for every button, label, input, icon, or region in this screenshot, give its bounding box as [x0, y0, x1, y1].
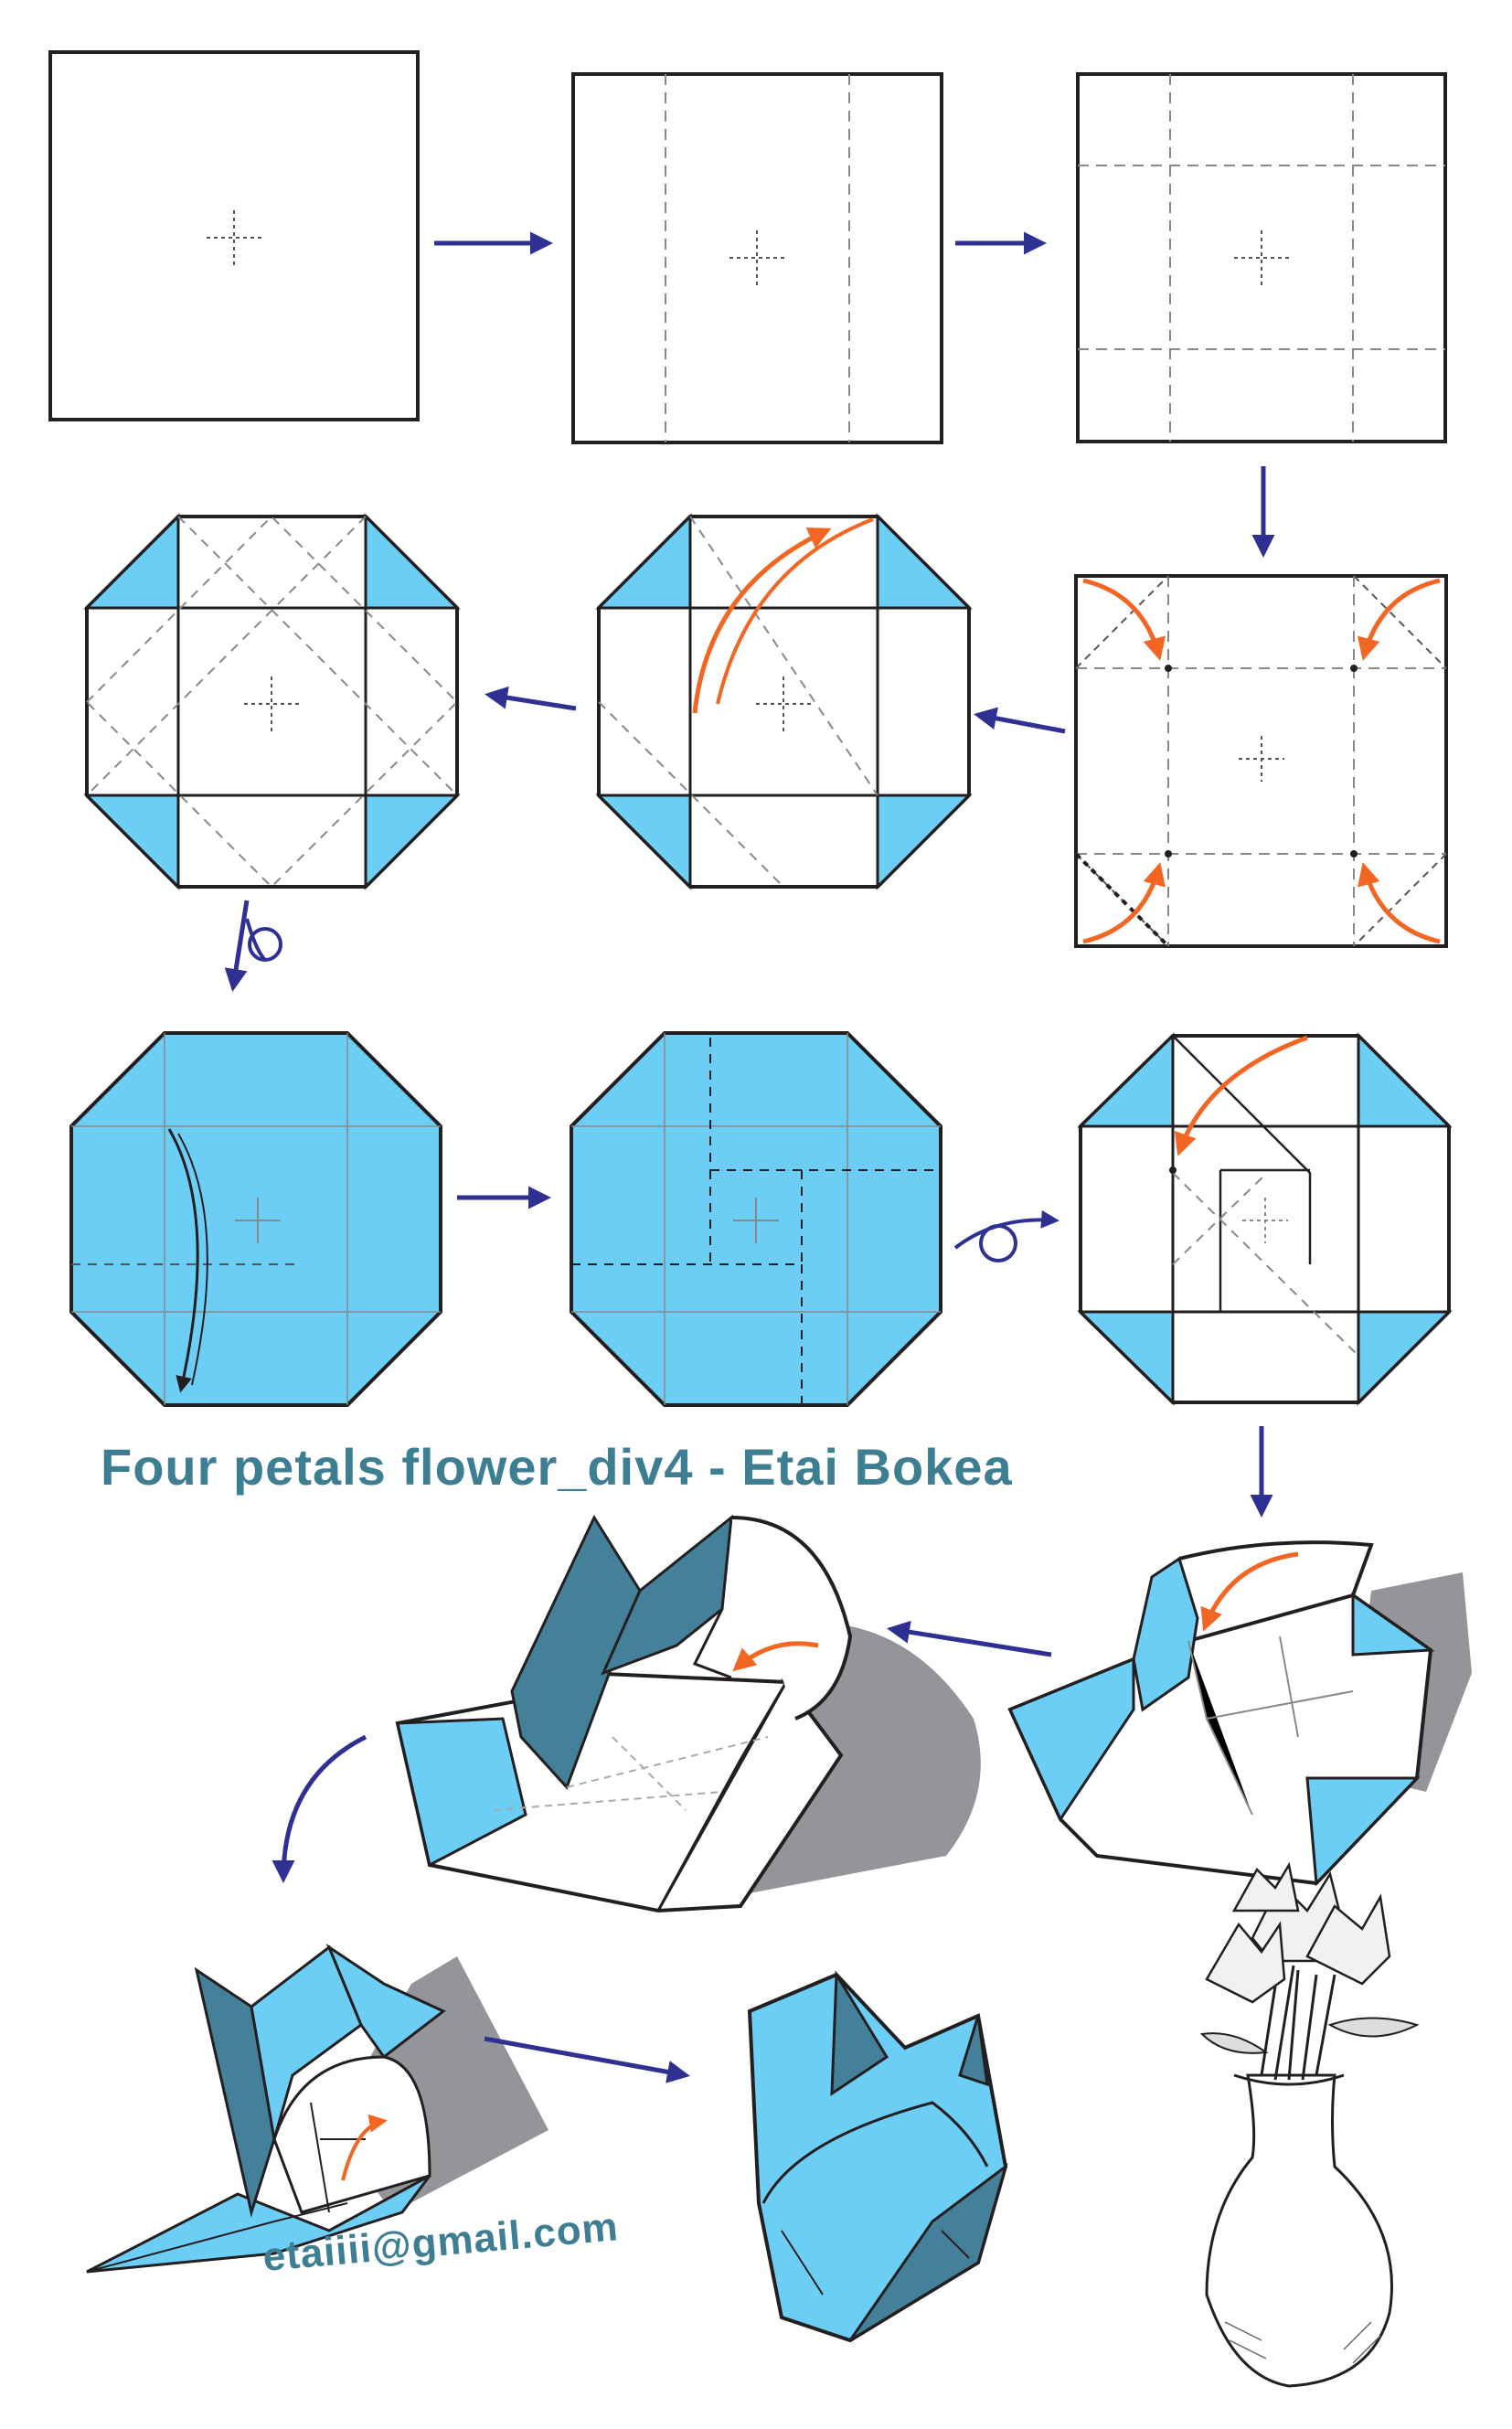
- turn-over-icon: [245, 918, 282, 962]
- step-12-3d-petals: [86, 1944, 548, 2274]
- step-arrow-icon: [484, 2036, 690, 2083]
- step-4-fold-corners: [1074, 574, 1448, 948]
- step-arrow-icon: [224, 900, 250, 992]
- step-10-3d-collapse: [1007, 1540, 1472, 1887]
- curved-fold-arrow-icon: [341, 2114, 388, 2181]
- step-1-square: [48, 50, 420, 421]
- curved-fold-arrow-icon: [1082, 578, 1166, 661]
- step-7-octagon-blue: [69, 1031, 442, 1407]
- step-14-bouquet-vase: [1199, 1861, 1420, 2388]
- step-arrow-icon: [887, 1620, 1052, 1657]
- step-2-square-creased: [571, 72, 943, 444]
- curved-fold-arrow-icon: [1174, 1035, 1308, 1156]
- curved-fold-arrow-icon: [1082, 862, 1166, 944]
- step-13-finished-flower: [747, 1969, 1008, 2343]
- step-arrow-icon: [974, 707, 1066, 734]
- step-11-3d-collapse-progress: [395, 1514, 981, 1913]
- step-arrow-icon: [484, 686, 577, 711]
- step-9-octagon-folded: [1077, 1032, 1453, 1406]
- step-3-square-grid: [1076, 72, 1447, 443]
- step-6-octagon-creased: [83, 513, 461, 890]
- curved-fold-arrow-icon: [1200, 1551, 1299, 1632]
- curved-fold-arrow-icon: [732, 1641, 819, 1672]
- diagram-title: Four petals flower_div4 - Etai Bokea: [101, 1438, 1013, 1496]
- step-8-octagon-blue-creased: [570, 1031, 942, 1407]
- curved-fold-arrow-icon: [272, 1734, 367, 1883]
- step-5-octagon-folded: [595, 513, 973, 890]
- curved-fold-arrow-icon: [167, 1128, 199, 1393]
- curved-fold-arrow-icon: [692, 527, 832, 714]
- curved-fold-arrow-icon: [1358, 862, 1441, 944]
- turn-over-icon: [953, 1209, 1059, 1262]
- curved-fold-arrow-icon: [1358, 578, 1441, 661]
